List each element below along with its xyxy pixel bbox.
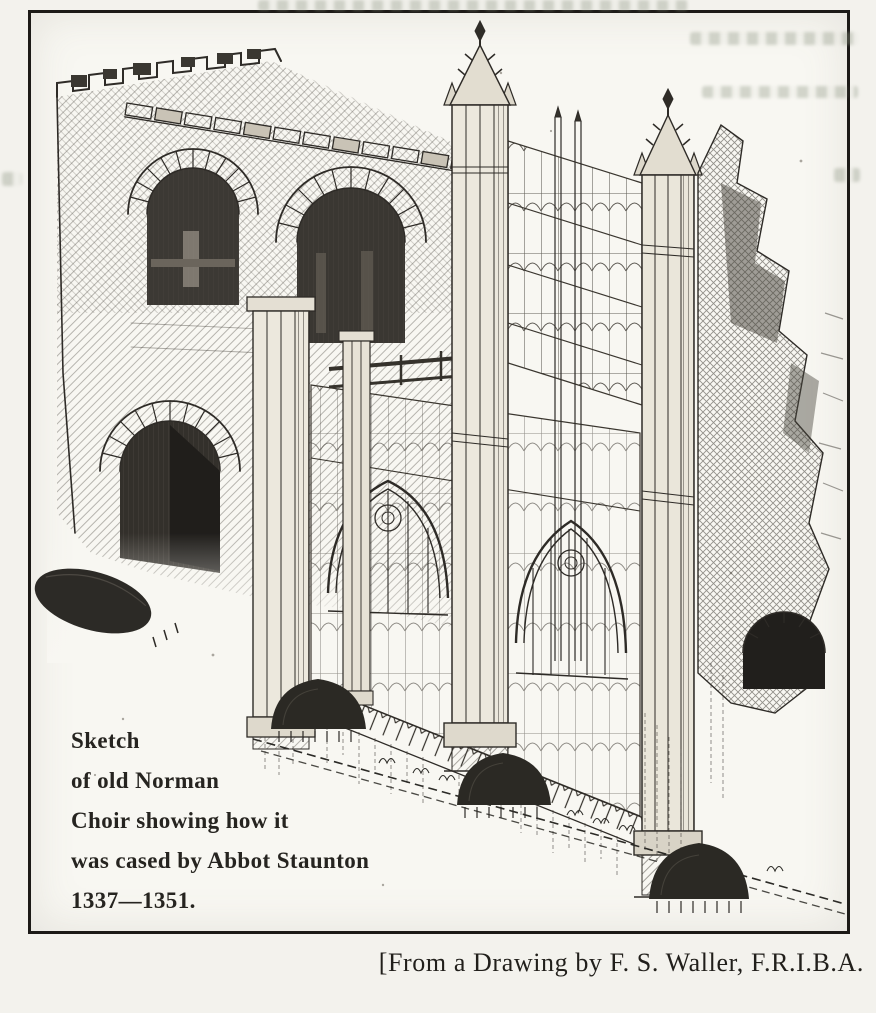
pier-right-pinnacle [633, 87, 703, 898]
caption-line-5: 1337—1351. [71, 888, 196, 913]
pier-left-rear [336, 330, 375, 706]
pier-center-pinnacle [443, 19, 517, 772]
figure-caption: Sketch of old Norman Choir showing how i… [71, 721, 369, 921]
scan-speckles [93, 71, 803, 887]
caption-line-1: Sketch [71, 728, 140, 753]
pier-base-mound-1 [271, 679, 366, 742]
caption-line-4: was cased by Abbot Staunton [71, 848, 370, 873]
bleedthrough-text-smudge [690, 32, 858, 45]
figure-frame: Sketch of old Norman Choir showing how i… [28, 10, 850, 934]
bleedthrough-text-smudge [702, 86, 858, 98]
caption-line-3: Choir showing how it [71, 808, 289, 833]
bleedthrough-text-smudge [2, 172, 22, 186]
norman-arch-upper-left [127, 148, 259, 305]
bleedthrough-text-smudge [258, 0, 688, 11]
caption-line-2: of old Norman [71, 768, 220, 793]
ruin-arch-dark [742, 611, 826, 689]
plan-line-dashed [252, 738, 846, 915]
pier-left [246, 296, 316, 750]
pier-base-blob-far-left [34, 568, 179, 648]
pier-base-mound-3 [649, 843, 749, 913]
pier-base-mound-2 [457, 753, 551, 818]
figure-attribution: [From a Drawing by F. S. Waller, F.R.I.B… [378, 948, 864, 977]
tracery-arch-right [514, 519, 629, 680]
norman-arch-upper-right [275, 166, 427, 343]
engraving-norman-choir [34, 19, 846, 915]
pier-base-blobs [34, 568, 749, 913]
ruined-masonry-right [697, 123, 844, 714]
bleedthrough-text-smudge [834, 168, 860, 182]
